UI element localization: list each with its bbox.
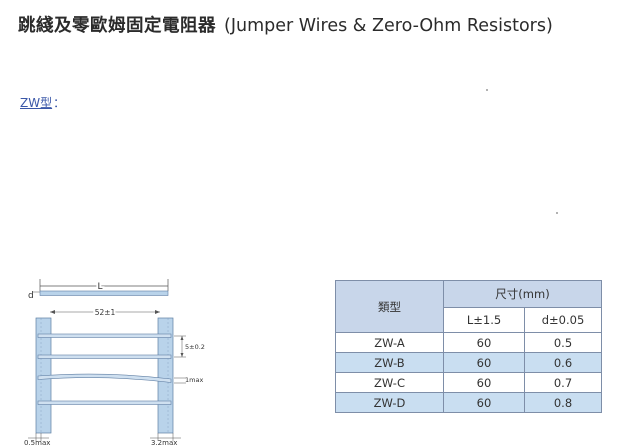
table-row: ZW-A 60 0.5 (335, 332, 602, 353)
cell-length: 60 (443, 372, 525, 393)
cell-length: 60 (443, 352, 525, 373)
table-row: ZW-D 60 0.8 (335, 392, 602, 413)
diameter-label: d (28, 291, 34, 301)
speck-dot (486, 89, 488, 91)
pitch-dimension: 52±1 (50, 306, 160, 319)
length-dimension: L (39, 279, 169, 294)
specification-table: 類型 尺寸(mm) L±1.5 d±0.05 ZW-A 60 0.5 ZW-B … (335, 280, 602, 413)
length-label: L (97, 282, 102, 292)
tape-width-dimension: 3.2max (150, 433, 181, 447)
title-english: (Jumper Wires & Zero-Ohm Resistors) (224, 16, 553, 36)
cell-type: ZW-B (335, 352, 444, 373)
cell-type: ZW-A (335, 332, 444, 353)
type-colon: ： (53, 96, 66, 110)
cell-length: 60 (443, 392, 525, 413)
bow-dimension: 1max (174, 376, 203, 384)
speck-dot (556, 212, 558, 214)
single-wire (39, 290, 169, 296)
table-subheader-row: L±1.5 d±0.05 (336, 307, 602, 333)
offset-dimension: 0.5max (24, 433, 50, 447)
pitch-label: 52±1 (95, 308, 116, 317)
cell-length: 60 (443, 332, 525, 353)
table-row: ZW-C 60 0.7 (335, 372, 602, 393)
header-type: 類型 (335, 280, 444, 333)
cell-diameter: 0.6 (524, 352, 602, 373)
section-type-label: ZW型： (20, 94, 65, 111)
cell-type: ZW-D (335, 392, 444, 413)
header-diameter: d±0.05 (524, 307, 602, 333)
offset-left-label: 0.5max (24, 439, 50, 447)
spacing-label: 5±0.2 (185, 343, 205, 351)
table-row: ZW-B 60 0.6 (335, 352, 602, 373)
table-header-row: 類型 尺寸(mm) (335, 280, 602, 333)
taped-wires (37, 333, 172, 405)
header-length: L±1.5 (443, 307, 525, 333)
page-title: 跳綫及零歐姆固定電阻器 (Jumper Wires & Zero-Ohm Resi… (18, 12, 553, 37)
jumper-wire-diagram: L d 52±1 5±0.2 1max 0.5ma (24, 279, 205, 447)
cell-type: ZW-C (335, 372, 444, 393)
title-chinese: 跳綫及零歐姆固定電阻器 (18, 16, 216, 36)
cell-diameter: 0.7 (524, 372, 602, 393)
cell-diameter: 0.8 (524, 392, 602, 413)
header-size: 尺寸(mm) (443, 280, 602, 308)
spacing-dimension: 5±0.2 (174, 335, 205, 358)
tape-width-label: 3.2max (151, 439, 177, 447)
bow-label: 1max (185, 376, 203, 384)
type-name-link[interactable]: ZW型 (20, 96, 53, 110)
cell-diameter: 0.5 (524, 332, 602, 353)
